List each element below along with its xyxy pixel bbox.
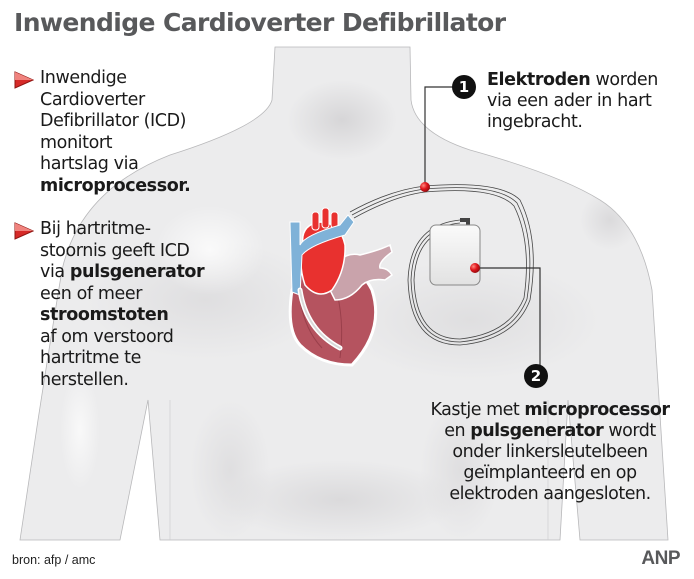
anp-logo: ANP [641,548,680,569]
red-triangle-bullet-icon [14,219,40,391]
bold-keyword: pulsgenerator [69,262,205,282]
bold-keyword: Elektroden [487,70,591,90]
bullet-line: hartritme te [40,348,141,368]
bullet-line: een of meer [40,283,142,304]
info-bullet-1: Inwendige Cardioverter Defibrillator (IC… [14,68,191,198]
bold-keyword: microprocessor [524,400,670,420]
bullet-line: Bij hartritme- [40,219,151,239]
callout-number-1-badge: 1 [452,75,476,99]
bullet-line: Inwendige [40,68,127,88]
electrode-dot [470,263,480,273]
bullet-line: af om verstoord [40,326,174,347]
bullet-line: stoornis geeft ICD [40,240,190,261]
bullet-line: hartslag via [40,154,139,174]
bullet-line: via pulsgenerator [40,262,205,282]
callout-1-text: Elektroden worden via een ader in hart i… [487,70,658,132]
red-triangle-bullet-icon [14,68,40,197]
bullet-line: monitort [40,132,113,153]
bold-keyword: stroomstoten [40,305,169,325]
bold-keyword: pulsgenerator [470,421,604,441]
heart-icon [288,207,393,367]
bullet-line: Cardioverter [40,89,145,110]
bold-keyword: microprocessor. [40,175,191,196]
callout-2-text: Kastje met microprocessor en pulsgenerat… [430,400,670,504]
source-credit: bron: afp / amc [12,553,96,567]
callout-connectors [424,86,541,365]
bullet-line: microprocessor. [40,175,191,198]
page-title: Inwendige Cardioverter Defibrillator [14,8,506,37]
bullet-line: herstellen. [40,369,129,390]
bullet-line: stroomstoten [40,305,204,327]
electrode-dot [420,182,430,192]
pulse-generator-device [429,224,481,286]
bullet-line: Defibrillator (ICD) [40,111,187,131]
callout-number-2-badge: 2 [524,364,548,388]
info-bullet-2: Bij hartritme- stoornis geeft ICD via pu… [14,219,205,391]
